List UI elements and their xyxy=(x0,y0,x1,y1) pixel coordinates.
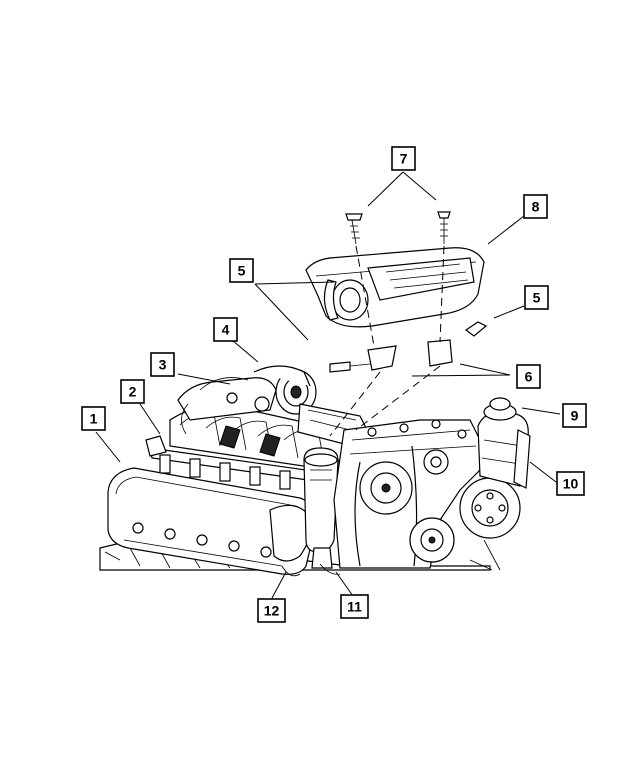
callout-label: 6 xyxy=(525,369,533,385)
callout-label: 2 xyxy=(129,384,137,400)
callout-label: 1 xyxy=(90,411,98,427)
callout-label: 12 xyxy=(264,603,280,619)
fuel-rail xyxy=(145,435,323,490)
callout-label: 11 xyxy=(347,599,362,615)
callout-5-right: 5 xyxy=(524,285,549,310)
callout-3: 3 xyxy=(150,352,175,377)
engine-cover xyxy=(305,247,485,328)
callout-label: 9 xyxy=(571,408,579,424)
oil-filler xyxy=(303,447,339,569)
callout-label: 3 xyxy=(159,357,167,373)
callout-6: 6 xyxy=(516,364,541,389)
throttle-body xyxy=(177,365,317,435)
callout-label: 4 xyxy=(222,322,230,338)
callout-9: 9 xyxy=(562,403,587,428)
callout-11: 11 xyxy=(340,594,369,619)
callout-label: 5 xyxy=(533,290,541,306)
callout-8: 8 xyxy=(523,194,548,219)
callout-12: 12 xyxy=(257,598,286,623)
accessory-drive xyxy=(354,445,455,567)
callout-label: 5 xyxy=(238,263,246,279)
callout-label: 10 xyxy=(563,476,579,492)
callout-5-left: 5 xyxy=(229,258,254,283)
engine-assembly xyxy=(99,211,531,577)
callout-label: 7 xyxy=(400,151,408,167)
leader-lines xyxy=(95,171,561,599)
cover-brackets xyxy=(329,321,488,373)
power-steering-pump xyxy=(459,397,531,571)
cover-bolts xyxy=(345,211,451,245)
callout-1: 1 xyxy=(81,406,106,431)
callout-label: 8 xyxy=(532,199,540,215)
callout-2: 2 xyxy=(120,379,145,404)
alignment-lines xyxy=(329,245,445,437)
callout-7: 7 xyxy=(391,146,416,171)
callout-4: 4 xyxy=(213,317,238,342)
valve-cover xyxy=(107,467,317,575)
callout-10: 10 xyxy=(556,471,585,496)
